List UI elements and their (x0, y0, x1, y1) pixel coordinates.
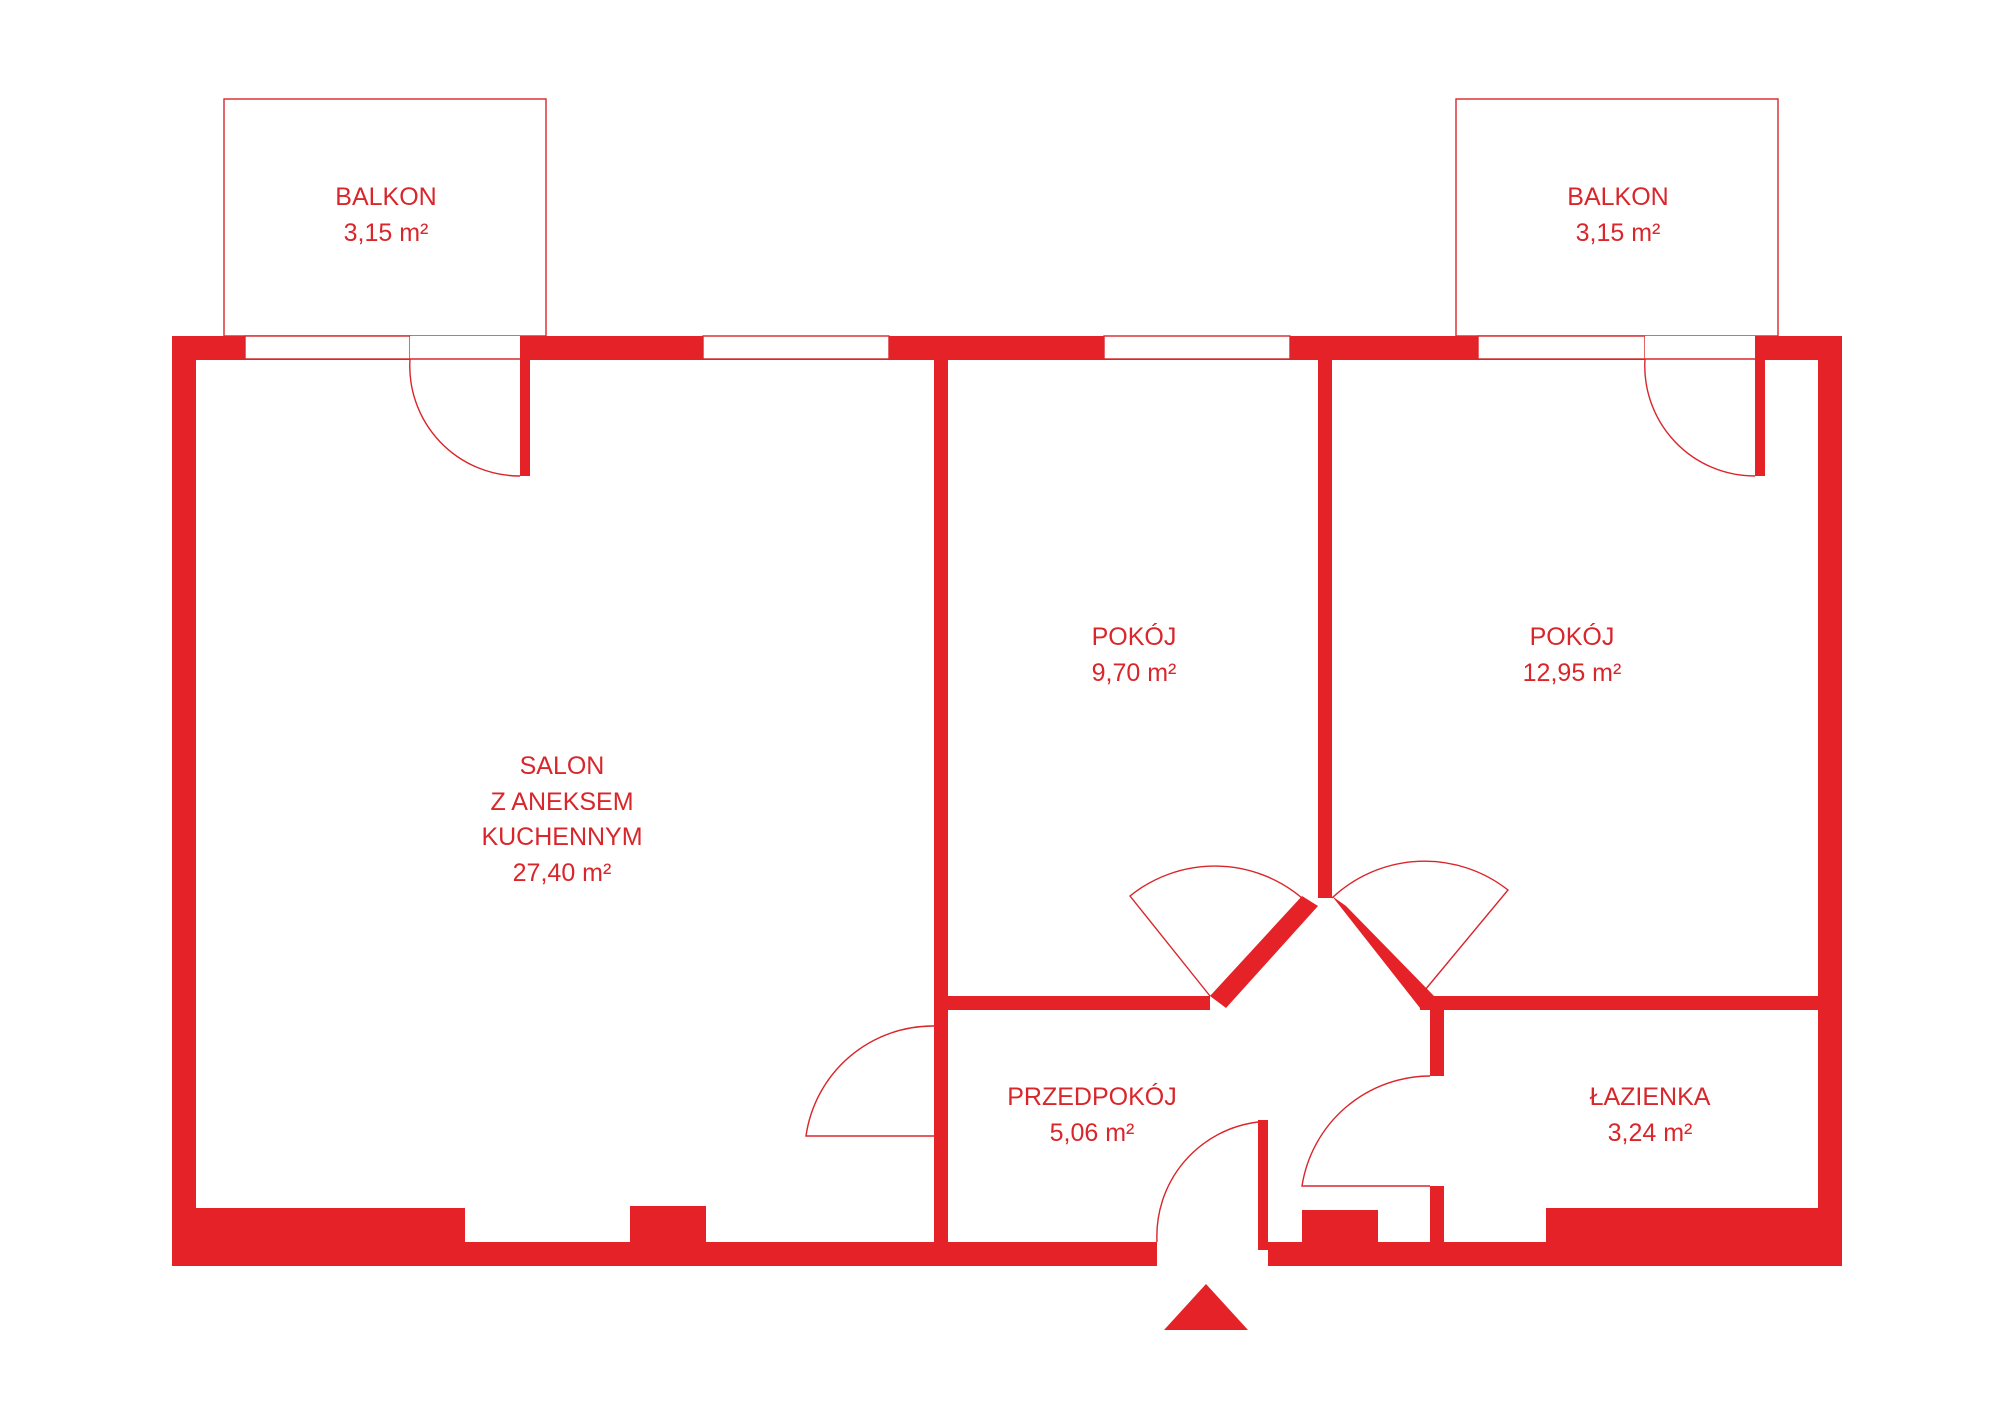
room-name: ŁAZIENKA (1590, 1083, 1711, 1111)
label-balkon-left: BALKON 3,15 m² (335, 183, 436, 247)
entrance-triangle-icon (1164, 1284, 1248, 1330)
label-salon: SALON Z ANEKSEM KUCHENNYM 27,40 m² (481, 752, 642, 887)
left-wall (172, 336, 196, 1266)
room-name-line-2: Z ANEKSEM (490, 788, 633, 816)
label-balkon-right: BALKON 3,15 m² (1567, 183, 1668, 247)
room-name-line-1: SALON (520, 752, 605, 780)
room-area: 3,24 m² (1608, 1119, 1693, 1147)
room-name: POKÓJ (1092, 622, 1177, 651)
balcony-door-gap-left (410, 336, 520, 360)
room-area: 3,15 m² (344, 219, 429, 247)
room-name: POKÓJ (1530, 622, 1615, 651)
door-pokoj1-leaf (1210, 896, 1318, 1008)
label-przedpokoj: PRZEDPOKÓJ 5,06 m² (1007, 1082, 1176, 1147)
balcony-door-right-swing (1644, 358, 1756, 477)
wall-pokoj1-bottom (940, 996, 1210, 1010)
wall-pokoj2-bottom (1420, 996, 1820, 1010)
wall-lazienka-top (1430, 1004, 1444, 1076)
wall-lazienka-bottom (1430, 1186, 1444, 1244)
window-1 (244, 335, 411, 360)
balcony-right-outline (1455, 98, 1779, 337)
wall-pokoj-pokoj (1318, 358, 1332, 898)
door-pokoj2-swing (1331, 860, 1509, 997)
room-name: BALKON (335, 183, 436, 211)
balcony-door-left-swing (409, 358, 521, 477)
door-lazienka-swing (1301, 1075, 1431, 1187)
window-3 (1103, 335, 1291, 360)
bottom-wall-block-4 (1546, 1208, 1842, 1266)
room-name: PRZEDPOKÓJ (1007, 1082, 1176, 1111)
label-pokoj-2: POKÓJ 12,95 m² (1523, 622, 1622, 687)
wall-salon-przedpokoj (934, 1030, 948, 1244)
room-area: 27,40 m² (513, 859, 612, 887)
balcony-door-right-leaf (1755, 356, 1765, 476)
door-pokoj2-leaf (1332, 896, 1434, 1008)
door-pokoj1-swing (1129, 865, 1303, 997)
label-pokoj-1: POKÓJ 9,70 m² (1092, 622, 1177, 687)
balcony-door-gap-right (1645, 336, 1755, 360)
room-name: BALKON (1567, 183, 1668, 211)
window-2 (702, 335, 890, 360)
entrance-door-leaf (1258, 1120, 1268, 1250)
balcony-left-outline (223, 98, 547, 337)
balcony-door-left-leaf (520, 356, 530, 476)
room-area: 3,15 m² (1576, 219, 1661, 247)
wall-salon-pokoj (934, 358, 948, 1030)
door-salon-swing (805, 1025, 935, 1137)
window-4 (1477, 335, 1646, 360)
label-lazienka: ŁAZIENKA 3,24 m² (1590, 1083, 1711, 1147)
bottom-wall-block-3 (1302, 1210, 1378, 1266)
room-area: 5,06 m² (1050, 1119, 1135, 1147)
room-area: 9,70 m² (1092, 659, 1177, 687)
right-wall (1818, 336, 1842, 1266)
room-name-line-3: KUCHENNYM (481, 823, 642, 851)
entrance-door-swing (1156, 1121, 1259, 1243)
bottom-wall-block-1 (172, 1208, 465, 1266)
bottom-wall-block-2 (630, 1206, 706, 1266)
room-area: 12,95 m² (1523, 659, 1622, 687)
